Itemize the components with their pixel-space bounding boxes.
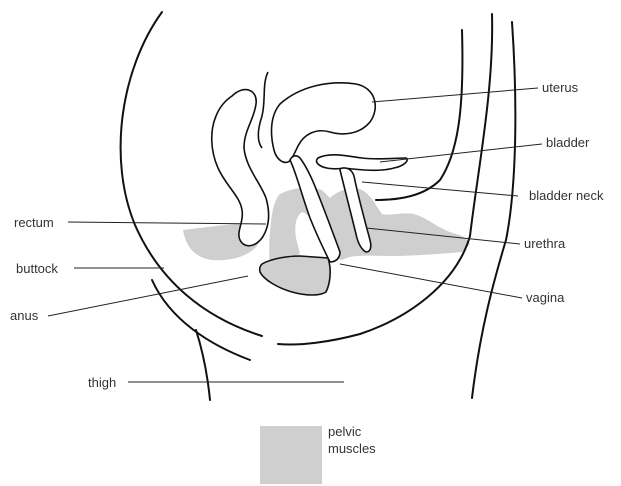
label-bladder-neck: bladder neck xyxy=(529,188,604,203)
label-thigh: thigh xyxy=(88,375,116,390)
anus-leader xyxy=(48,276,248,316)
legend: pelvic muscles xyxy=(260,424,376,484)
label-rectum: rectum xyxy=(14,215,54,230)
label-urethra: urethra xyxy=(524,236,566,251)
uterus-shape xyxy=(272,83,376,163)
rectum-shape xyxy=(212,90,269,246)
legend-label-line2: muscles xyxy=(328,441,376,456)
label-uterus: uterus xyxy=(542,80,579,95)
inner-abdominal-line xyxy=(376,30,462,200)
bladder-neck-leader xyxy=(362,182,518,196)
bladder-shape xyxy=(317,155,408,170)
abdominal-wall-outline xyxy=(472,22,515,398)
label-bladder: bladder xyxy=(546,135,590,150)
label-anus: anus xyxy=(10,308,39,323)
legend-label-line1: pelvic xyxy=(328,424,362,439)
label-buttock: buttock xyxy=(16,261,58,276)
rectum-leader xyxy=(68,222,266,224)
uterus-leader xyxy=(372,88,538,102)
vaginal-floor-muscle xyxy=(260,256,331,295)
fallopian-tube xyxy=(258,72,268,148)
bladder-leader xyxy=(380,144,542,162)
legend-swatch xyxy=(260,426,322,484)
label-vagina: vagina xyxy=(526,290,565,305)
